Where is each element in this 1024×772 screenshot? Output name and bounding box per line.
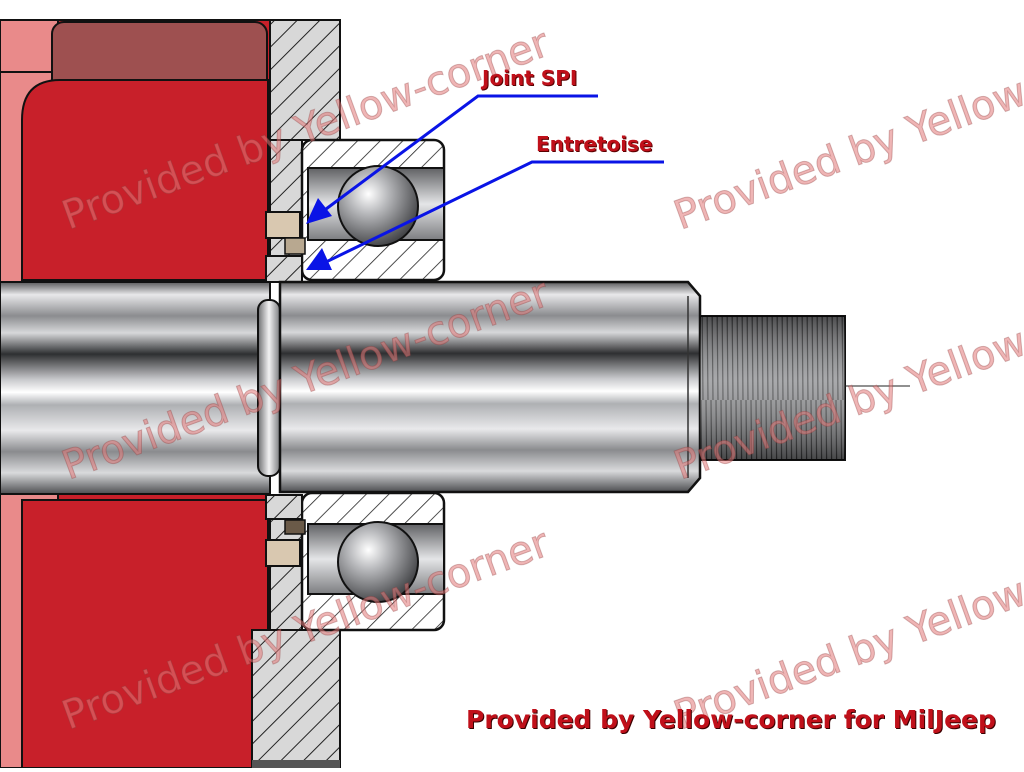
lower-bearing (265, 491, 446, 632)
threaded-end (699, 315, 910, 461)
upper-bearing (265, 138, 446, 283)
callout-entretoise (306, 160, 664, 270)
label-entretoise: Entretoise (536, 132, 653, 156)
splined-shaft (0, 280, 702, 495)
callout-joint-spi (306, 94, 598, 224)
footer-credit: Provided by Yellow-corner for MilJeep (466, 705, 996, 734)
label-joint-spi: Joint SPI (482, 66, 578, 90)
